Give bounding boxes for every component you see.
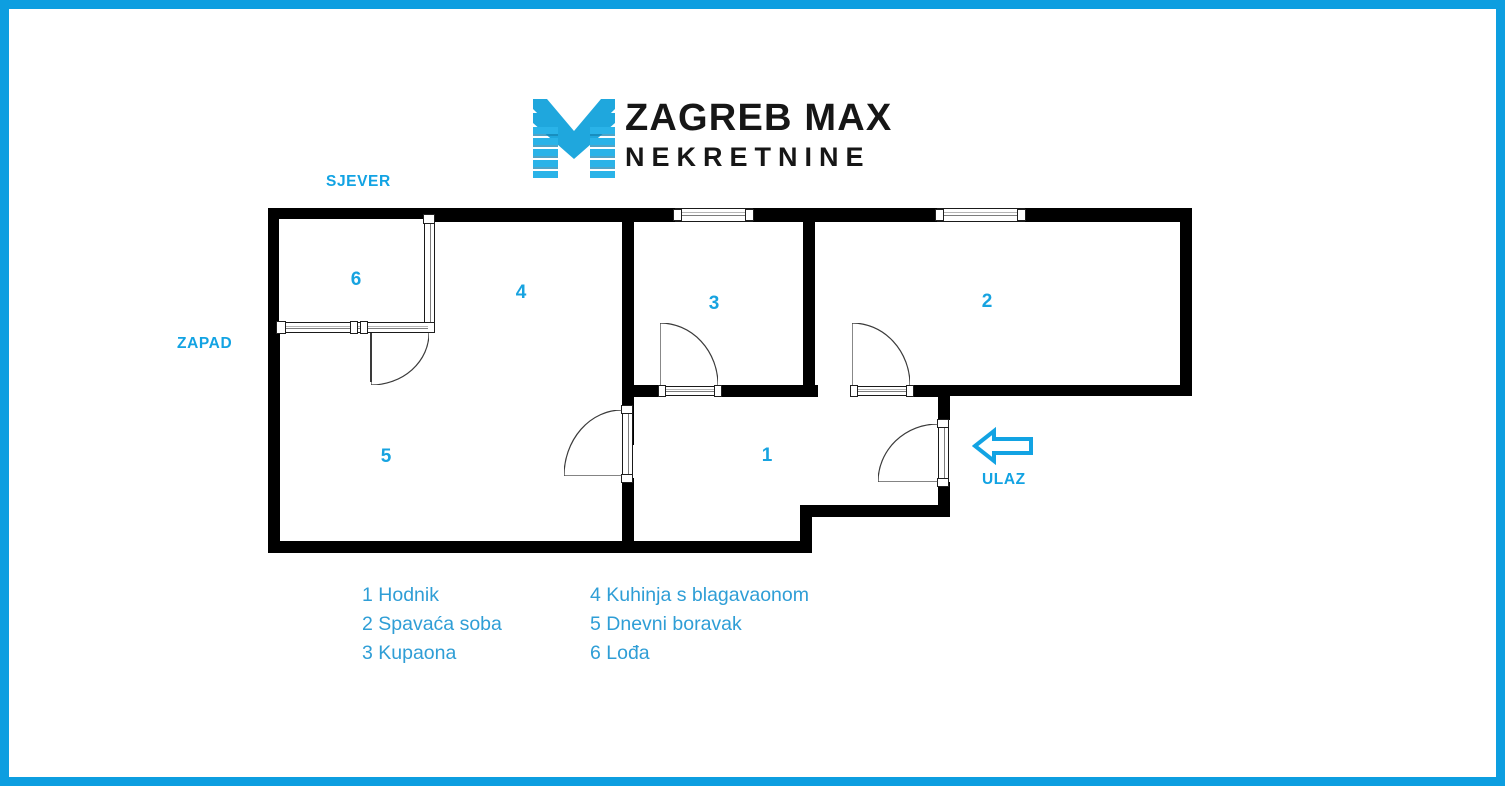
door-swing-bedroom bbox=[852, 323, 910, 385]
wall-exterior-bottom-living bbox=[268, 541, 633, 553]
legend-column-left: 1 Hodnik 2 Spavaća soba 3 Kupaona bbox=[362, 581, 502, 668]
jamb-living-door-top bbox=[621, 405, 633, 414]
wall-bottom-bedroom bbox=[930, 385, 1192, 396]
wall-hall-step-riser bbox=[800, 505, 812, 553]
wall-partition-bath-hall-3 bbox=[912, 385, 950, 397]
door-threshold-living bbox=[622, 410, 633, 480]
door-swing-loggia bbox=[371, 333, 429, 385]
wall-partition-kitchen-bath bbox=[622, 208, 634, 398]
entrance-label: ULAZ bbox=[982, 471, 1026, 488]
jamb-loggia-south-mid-b bbox=[360, 321, 368, 334]
wall-partition-bath-bedroom bbox=[803, 208, 815, 390]
room-number-2: 2 bbox=[981, 291, 993, 312]
jamb-bedroom-door-left bbox=[850, 385, 858, 397]
door-threshold-bathroom bbox=[660, 386, 720, 396]
frame-border-bottom bbox=[0, 777, 1505, 786]
room-number-3: 3 bbox=[708, 293, 720, 314]
room-number-6: 6 bbox=[350, 269, 362, 290]
jamb-loggia-east-top bbox=[423, 214, 435, 224]
door-swing-living bbox=[564, 410, 622, 476]
window-loggia-east bbox=[424, 218, 435, 328]
window-bathroom-north bbox=[675, 208, 753, 222]
jamb-living-door-bottom bbox=[621, 474, 633, 483]
compass-label-west: ZAPAD bbox=[177, 335, 233, 352]
jamb-bathroom-door-right bbox=[714, 385, 722, 397]
wall-exterior-left-living bbox=[268, 325, 280, 553]
wall-hall-entry-lower bbox=[938, 482, 950, 512]
legend-item-6: 6 Lođa bbox=[590, 642, 650, 664]
wall-exterior-right bbox=[1180, 208, 1192, 396]
wall-exterior-top-bedroom bbox=[1025, 208, 1192, 222]
compass-label-north: SJEVER bbox=[326, 173, 391, 190]
legend-item-5: 5 Dnevni boravak bbox=[590, 613, 742, 635]
room-number-1: 1 bbox=[761, 445, 773, 466]
wall-exterior-top-kitchen bbox=[425, 208, 675, 222]
frame-border-top bbox=[0, 0, 1505, 9]
wall-exterior-top-left bbox=[268, 208, 431, 219]
jamb-bedroom-door-right bbox=[906, 385, 914, 397]
room-number-5: 5 bbox=[380, 446, 392, 467]
room-number-4: 4 bbox=[515, 282, 527, 303]
legend-item-1: 1 Hodnik bbox=[362, 584, 439, 606]
wall-exterior-left-loggia bbox=[268, 208, 279, 333]
brand-name-primary: ZAGREB MAX bbox=[625, 97, 893, 139]
legend-item-4: 4 Kuhinja s blagavaonom bbox=[590, 584, 809, 606]
zagreb-max-m-logo-icon bbox=[533, 99, 615, 178]
jamb-bath-window-right bbox=[745, 209, 754, 221]
door-threshold-bedroom bbox=[852, 386, 912, 396]
legend-item-3: 3 Kupaona bbox=[362, 642, 457, 664]
jamb-loggia-south-mid-a bbox=[350, 321, 358, 334]
brand-name-secondary: NEKRETNINE bbox=[625, 142, 871, 172]
window-bedroom-north bbox=[937, 208, 1025, 222]
door-swing-entrance bbox=[878, 424, 938, 482]
jamb-bedroom-window-left bbox=[935, 209, 944, 221]
brand-logo: ZAGREB MAX NEKRETNINE bbox=[533, 95, 903, 185]
wall-partition-living-hall-2 bbox=[622, 478, 634, 546]
wall-exterior-bottom-hall bbox=[622, 541, 812, 553]
jamb-bath-window-left bbox=[673, 209, 682, 221]
door-swing-bathroom bbox=[660, 323, 718, 385]
wall-exterior-top-bath bbox=[753, 208, 937, 222]
door-threshold-entrance bbox=[938, 424, 949, 482]
wall-hall-step-tread bbox=[800, 505, 950, 517]
jamb-entrance-door-bottom bbox=[937, 478, 949, 487]
jamb-entrance-door-top bbox=[937, 419, 949, 428]
entrance-arrow-icon bbox=[972, 426, 1033, 466]
jamb-loggia-south-left bbox=[276, 321, 286, 334]
legend-column-right: 4 Kuhinja s blagavaonom 5 Dnevni boravak… bbox=[590, 581, 809, 668]
frame-border-left bbox=[0, 0, 9, 786]
legend-item-2: 2 Spavaća soba bbox=[362, 613, 502, 635]
brand-logo-text: ZAGREB MAX NEKRETNINE bbox=[625, 95, 905, 183]
jamb-bedroom-window-right bbox=[1017, 209, 1026, 221]
frame-border-right bbox=[1496, 0, 1505, 786]
wall-hall-entry-upper bbox=[938, 396, 950, 420]
wall-partition-bath-hall-2 bbox=[718, 385, 818, 397]
wall-partition-bath-hall bbox=[622, 385, 662, 397]
jamb-bathroom-door-left bbox=[658, 385, 666, 397]
